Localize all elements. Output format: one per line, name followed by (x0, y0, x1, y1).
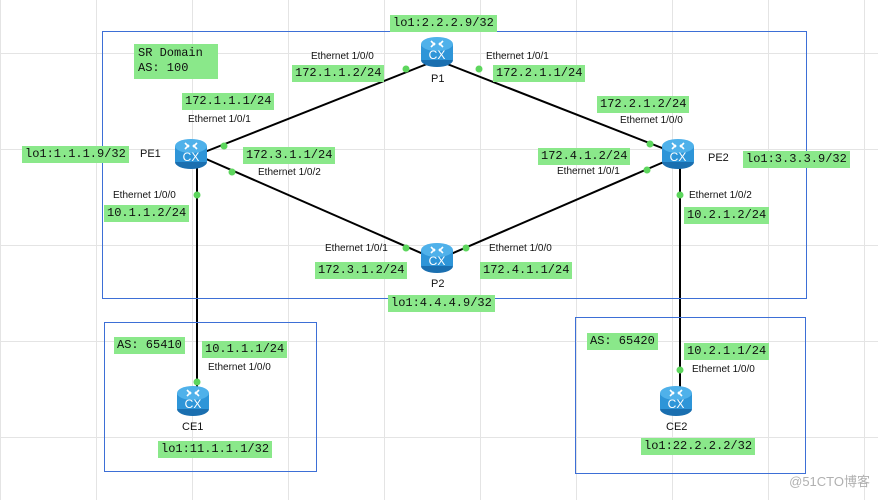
pe1-loopback: lo1:1.1.1.9/32 (22, 146, 129, 163)
svg-text:CX: CX (670, 150, 687, 164)
p2-loopback: lo1:4.4.4.9/32 (388, 295, 495, 312)
svg-text:CX: CX (668, 397, 685, 411)
p2-name: P2 (431, 278, 445, 290)
sr-domain-label: SR Domain AS: 100 (134, 44, 218, 79)
p2-port-e101: Ethernet 1/0/1 (325, 243, 388, 254)
router-icon[interactable]: CX (419, 34, 455, 70)
p1-ip-e100: 172.1.1.2/24 (292, 65, 385, 82)
ce1-ip-e100: 10.1.1.1/24 (202, 341, 288, 358)
router-icon[interactable]: CX (175, 383, 211, 419)
p1-loopback: lo1:2.2.2.9/32 (390, 15, 497, 32)
pe2-ip-e101: 172.4.1.2/24 (538, 148, 631, 165)
p1-port-e101: Ethernet 1/0/1 (486, 51, 549, 62)
pe2-port-e100: Ethernet 1/0/0 (620, 115, 683, 126)
pe1-port-e101: Ethernet 1/0/1 (188, 114, 251, 125)
pe1-ip-e102: 172.3.1.1/24 (243, 147, 336, 164)
link-p1-pe2 (436, 59, 681, 156)
pe1-port-e100: Ethernet 1/0/0 (113, 190, 176, 201)
router-icon[interactable]: CX (658, 383, 694, 419)
svg-text:CX: CX (185, 397, 202, 411)
router-icon[interactable]: CX (660, 136, 696, 172)
p2-ip-e101: 172.3.1.2/24 (315, 262, 408, 279)
ce2-as-label: AS: 65420 (587, 333, 658, 350)
ce2-name: CE2 (666, 421, 688, 433)
svg-text:CX: CX (429, 48, 446, 62)
ce1-name: CE1 (182, 421, 204, 433)
pe2-port-e102: Ethernet 1/0/2 (689, 190, 752, 201)
p1-name: P1 (431, 73, 445, 85)
link-p2-pe2 (436, 154, 681, 261)
pe2-ip-e102: 10.2.1.2/24 (684, 207, 770, 224)
p2-ip-e100: 172.4.1.1/24 (480, 262, 573, 279)
pe1-ip-e101: 172.1.1.1/24 (182, 93, 275, 110)
svg-text:CX: CX (183, 150, 200, 164)
watermark: @51CTO博客 (789, 474, 870, 489)
port-dots (193, 65, 684, 386)
pe1-name: PE1 (140, 148, 161, 160)
ce1-as-label: AS: 65410 (114, 337, 185, 354)
link-pe1-p1 (196, 59, 438, 156)
link-pe1-p2 (196, 154, 438, 261)
ce2-as-region (575, 317, 806, 474)
pe1-ip-e100: 10.1.1.2/24 (104, 205, 190, 222)
pe2-ip-e100: 172.2.1.2/24 (597, 96, 690, 113)
pe2-name: PE2 (708, 152, 729, 164)
ce1-port-e100: Ethernet 1/0/0 (208, 362, 271, 373)
ce2-loopback: lo1:22.2.2.2/32 (641, 438, 756, 455)
ce2-ip-e100: 10.2.1.1/24 (684, 343, 770, 360)
ce1-loopback: lo1:11.1.1.1/32 (158, 441, 273, 458)
ce1-as-region (104, 322, 317, 472)
router-icon[interactable]: CX (419, 240, 455, 276)
ce2-port-e100: Ethernet 1/0/0 (692, 364, 755, 375)
pe1-port-e102: Ethernet 1/0/2 (258, 167, 321, 178)
svg-text:CX: CX (429, 254, 446, 268)
p1-ip-e101: 172.2.1.1/24 (493, 65, 586, 82)
router-icon[interactable]: CX (173, 136, 209, 172)
p1-port-e100: Ethernet 1/0/0 (311, 51, 374, 62)
p2-port-e100: Ethernet 1/0/0 (489, 243, 552, 254)
pe2-loopback: lo1:3.3.3.9/32 (743, 151, 850, 168)
pe2-port-e101: Ethernet 1/0/1 (557, 166, 620, 177)
